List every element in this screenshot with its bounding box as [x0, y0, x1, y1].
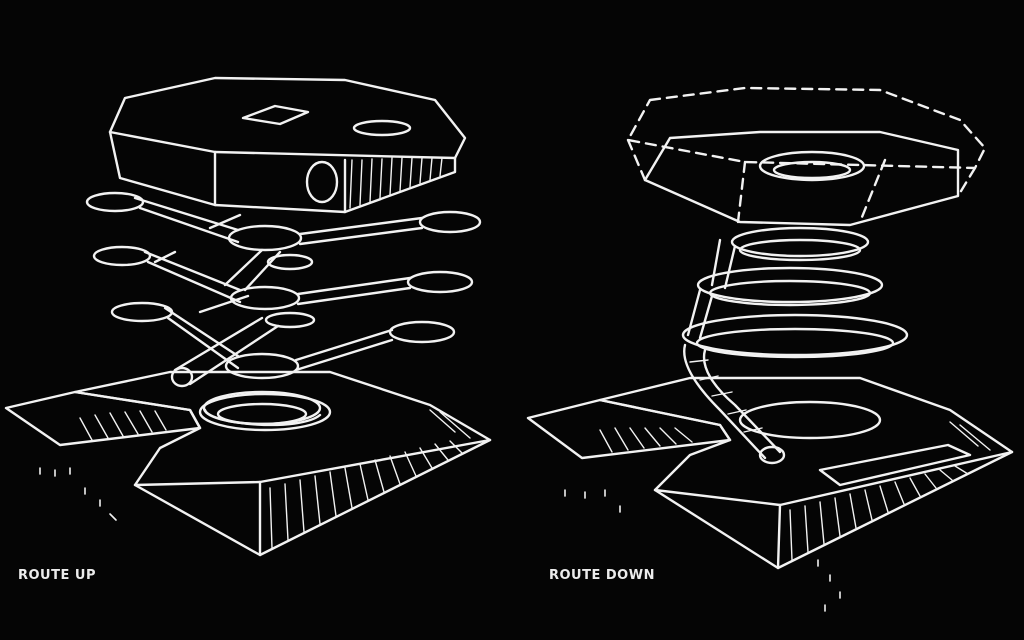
walkway-level-3: [110, 294, 456, 388]
route-up-base-plaza: [4, 370, 492, 557]
route-down-sketch: [526, 86, 1014, 612]
walkway-level-1: [85, 191, 482, 252]
dashed-octagon-roof: [626, 86, 987, 224]
walkway-level-2: [92, 245, 474, 311]
helical-ramp: [681, 226, 909, 465]
route-up-spiral-ramp: [202, 390, 322, 427]
route-down-caption: ROUTE DOWN: [549, 568, 655, 583]
lower-octagon-ring: [643, 130, 960, 227]
top-octagon-building: [108, 76, 467, 214]
route-up-caption: ROUTE UP: [18, 568, 96, 583]
route-up-sketch: [4, 76, 492, 557]
route-down-base-plaza: [526, 376, 1014, 612]
